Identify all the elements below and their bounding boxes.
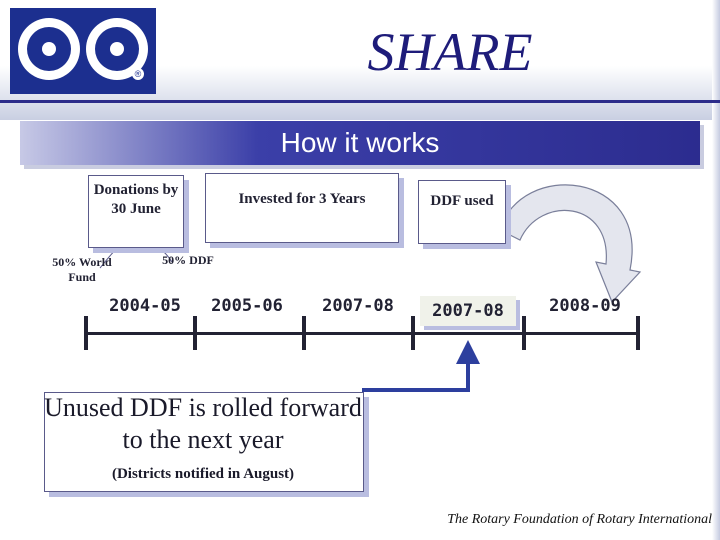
timeline-tick: [411, 316, 415, 350]
invested-label: Invested for 3 Years: [238, 191, 366, 207]
rollover-note-subtext: (Districts notified in August): [111, 466, 295, 482]
foundation-seal-icon: [18, 18, 80, 80]
invested-box: Invested for 3 Years: [205, 173, 399, 243]
timeline-tick: [522, 316, 526, 350]
right-edge-band: [712, 0, 720, 540]
page-title: SHARE: [367, 22, 533, 82]
ddf-used-box: DDF used: [418, 180, 506, 244]
registered-mark: ®: [132, 68, 144, 80]
section-banner: [20, 121, 700, 165]
rollover-note-box: [44, 392, 364, 492]
curved-rollover-arrow: [499, 184, 642, 304]
rollover-connector: [362, 340, 480, 392]
timeline-year-label: 2008-09: [549, 296, 621, 316]
timeline-tick: [636, 316, 640, 350]
rotary-logo: [10, 8, 156, 94]
header-rule: [0, 100, 720, 103]
world-fund-split-label: 50% World Fund: [52, 255, 112, 284]
timeline-axis: [84, 332, 640, 335]
timeline-tick: [193, 316, 197, 350]
timeline-tick: [84, 316, 88, 350]
rotary-wheel-icon: [86, 18, 148, 80]
footer-credit: The Rotary Foundation of Rotary Internat…: [447, 512, 712, 527]
donations-box: Donations by 30 June: [88, 175, 184, 248]
donations-label: Donations by 30 June: [93, 182, 179, 217]
timeline-tick: [302, 316, 306, 350]
timeline-year-label: 2007-08: [322, 296, 394, 316]
timeline-year-label-highlighted: 2007-08: [420, 296, 516, 326]
timeline-year-label: 2004-05: [109, 296, 181, 316]
ddf-used-label: DDF used: [430, 193, 494, 209]
timeline-year-label: 2005-06: [211, 296, 283, 316]
ddf-split-label: 50% DDF: [162, 253, 214, 267]
rollover-note-text: Unused DDF is rolled forward to the next…: [44, 393, 362, 454]
section-banner-label: How it works: [280, 127, 440, 158]
